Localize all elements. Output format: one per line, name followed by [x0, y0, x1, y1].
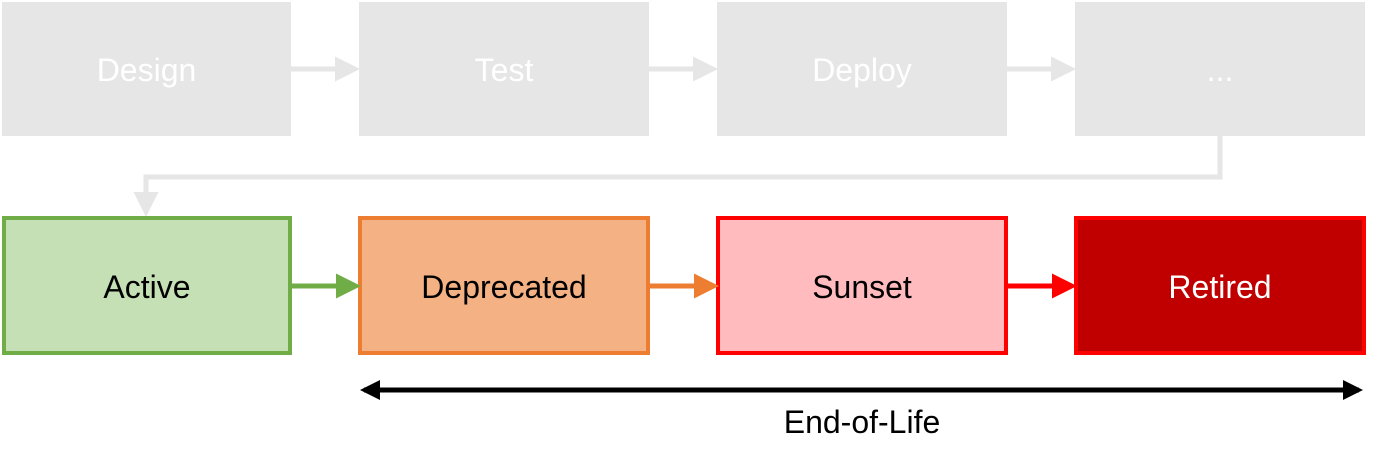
end-of-life-label: End-of-Life [784, 404, 941, 440]
step-test-label: Test [475, 52, 534, 88]
status-deprecated-label: Deprecated [421, 269, 586, 305]
connector-ellipsis-to-active [133, 136, 1223, 217]
step-ellipsis-box [1075, 2, 1365, 136]
status-deprecated-box [358, 216, 650, 355]
status-deprecated: Deprecated [358, 216, 650, 355]
step-design: Design [2, 2, 291, 136]
step-design-box [2, 2, 291, 136]
status-sunset: Sunset [716, 216, 1008, 355]
status-active: Active [2, 216, 292, 355]
status-retired-box [1074, 216, 1366, 355]
end-of-life-span: End-of-Life [360, 380, 1363, 440]
step-ellipsis: ... [1075, 2, 1365, 136]
step-test: Test [359, 2, 649, 136]
status-retired-label: Retired [1168, 269, 1271, 305]
step-deploy: Deploy [717, 2, 1007, 136]
step-ellipsis-label: ... [1207, 52, 1234, 88]
bottom-row: Active Deprecated Sunset Retired [2, 216, 1366, 355]
step-design-label: Design [97, 52, 197, 88]
status-retired: Retired [1074, 216, 1366, 355]
status-sunset-label: Sunset [812, 269, 912, 305]
top-row: Design Test Deploy ... [2, 2, 1365, 217]
status-active-label: Active [103, 269, 190, 305]
status-sunset-box [716, 216, 1008, 355]
status-active-box [2, 216, 292, 355]
step-deploy-box [717, 2, 1007, 136]
step-deploy-label: Deploy [812, 52, 912, 88]
step-test-box [359, 2, 649, 136]
